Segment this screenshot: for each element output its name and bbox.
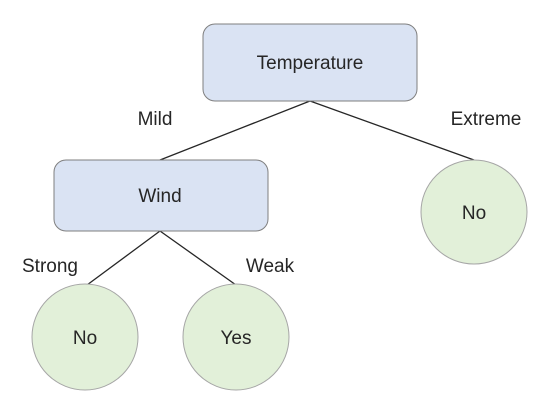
edge-label-mild: Mild (138, 109, 173, 130)
edge-label-weak: Weak (246, 256, 295, 277)
leaf-extreme-no: No (420, 159, 528, 265)
edge-temperature-to-extreme-leaf (309, 100, 475, 161)
leaf-extreme-no-label: No (462, 203, 486, 224)
leaf-strong-no-label: No (73, 328, 97, 349)
edge-label-extreme: Extreme (451, 109, 522, 130)
node-wind-label: Wind (138, 186, 181, 207)
node-temperature-label: Temperature (257, 53, 364, 74)
edge-wind-to-weak-leaf (159, 230, 237, 286)
leaf-weak-yes-label: Yes (221, 328, 252, 349)
edge-label-strong: Strong (22, 256, 78, 277)
leaf-strong-no: No (31, 283, 139, 391)
edge-wind-to-strong-leaf (86, 230, 161, 286)
node-wind: Wind (53, 159, 269, 232)
node-temperature: Temperature (202, 23, 418, 102)
edge-temperature-to-wind (159, 100, 311, 161)
leaf-weak-yes: Yes (182, 283, 290, 391)
